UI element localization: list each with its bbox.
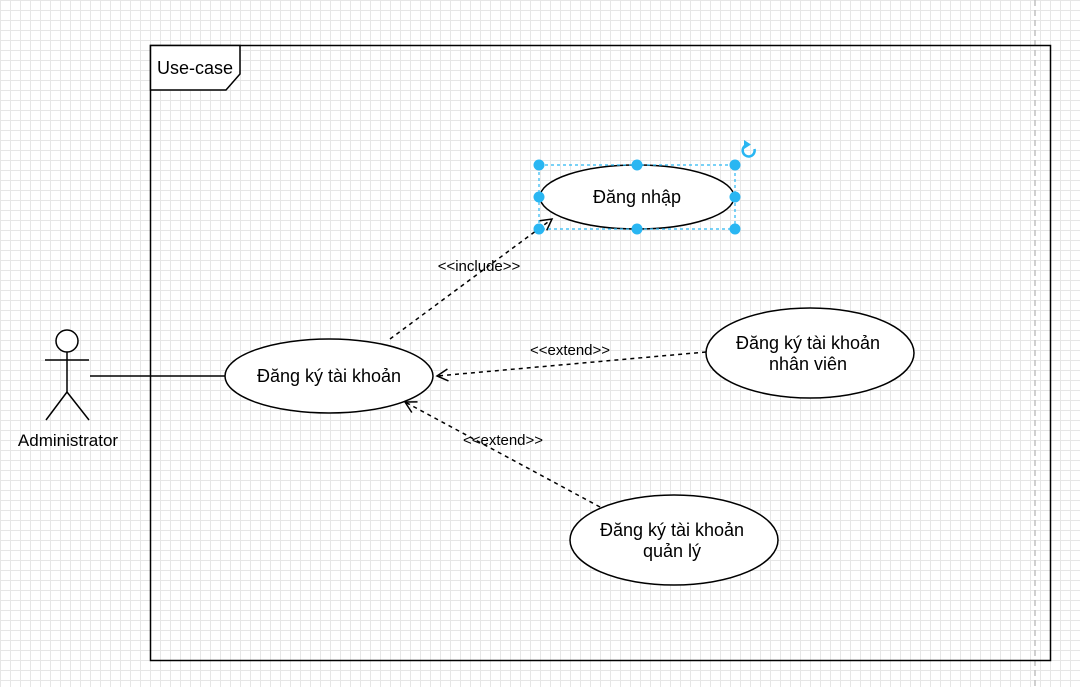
resize-handle-sw[interactable] [533,223,545,235]
use-case-frame[interactable]: Use-case [149,44,1052,662]
actor-label: Administrator [18,431,118,450]
actor-administrator[interactable]: Administrator [18,329,118,450]
resize-handle-e[interactable] [729,191,741,203]
use-case-label: Đăng ký tài khoản [257,366,401,386]
use-case-label-line2: nhân viên [769,354,847,374]
include-label: <<include>> [438,258,521,275]
resize-handle-se[interactable] [729,223,741,235]
use-case-label-line1: Đăng ký tài khoản [736,333,880,353]
resize-handle-ne[interactable] [729,159,741,171]
use-case-label-line2: quản lý [643,541,701,561]
use-case-dang-nhap[interactable]: Đăng nhập [539,164,735,230]
resize-handle-nw[interactable] [533,159,545,171]
use-case-label: Đăng nhập [593,187,681,207]
extend-label-quan-ly: <<extend>> [463,432,543,449]
frame-title: Use-case [157,58,233,78]
resize-handle-n[interactable] [631,159,643,171]
extend-edge-nhan-vien[interactable]: <<extend>> [435,342,707,382]
use-case-dang-ky-quan-ly[interactable]: Đăng ký tài khoản quản lý [569,494,779,586]
use-case-dang-ky-tai-khoan[interactable]: Đăng ký tài khoản [224,338,434,414]
resize-handle-w[interactable] [533,191,545,203]
selection-box[interactable] [533,140,756,235]
extend-label-nhan-vien: <<extend>> [530,342,610,359]
use-case-label-line1: Đăng ký tài khoản [600,520,744,540]
resize-handle-s[interactable] [631,223,643,235]
rotate-icon[interactable] [741,140,756,158]
use-case-dang-ky-nhan-vien[interactable]: Đăng ký tài khoản nhân viên [705,307,915,399]
extend-edge-quan-ly[interactable]: <<extend>> [403,401,601,508]
include-edge[interactable]: <<include>> [389,218,554,340]
